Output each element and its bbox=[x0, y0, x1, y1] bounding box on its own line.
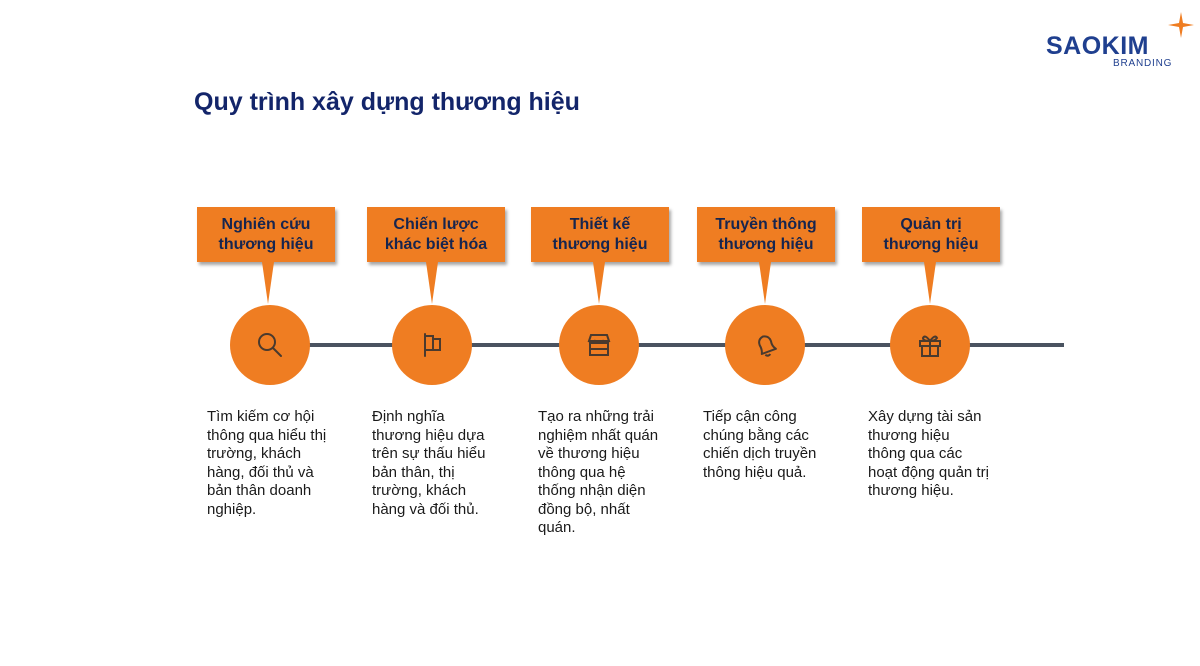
flag-icon bbox=[424, 333, 441, 357]
step-2-pointer bbox=[426, 262, 438, 304]
saokim-logo: SAOKIM BRANDING bbox=[1040, 12, 1194, 72]
search-icon bbox=[258, 333, 282, 357]
store-icon bbox=[587, 334, 611, 356]
step-5-pointer bbox=[924, 262, 936, 304]
step-5-description: Xây dựng tài sản thương hiệu thông qua c… bbox=[868, 408, 989, 499]
step-1-circle bbox=[230, 305, 310, 385]
step-3-pointer bbox=[593, 262, 605, 304]
page-title: Quy trình xây dựng thương hiệu bbox=[194, 88, 580, 116]
step-2-label: Chiến lược khác biệt hóa bbox=[384, 215, 488, 253]
step-1-description: Tìm kiếm cơ hội thông qua hiểu thị trườn… bbox=[207, 408, 327, 518]
logo-subtitle: BRANDING bbox=[1113, 58, 1173, 69]
step-2-circle bbox=[392, 305, 472, 385]
step-4-pointer bbox=[759, 262, 771, 304]
step-1-label: Nghiên cứu thương hiệu bbox=[218, 215, 314, 253]
step-4-description: Tiếp cận công chúng bằng các chiến dịch … bbox=[703, 408, 817, 481]
step-3-description: Tạo ra những trải nghiệm nhất quán về th… bbox=[538, 408, 659, 536]
step-3-callout: Thiết kế thương hiệu bbox=[531, 207, 669, 262]
star-icon bbox=[1168, 12, 1194, 38]
timeline-line bbox=[268, 343, 1064, 347]
step-5-callout: Quản trị thương hiệu bbox=[862, 207, 1000, 262]
gift-icon bbox=[919, 335, 941, 357]
step-5-label: Quản trị thương hiệu bbox=[883, 215, 979, 253]
step-2-callout: Chiến lược khác biệt hóa bbox=[367, 207, 505, 262]
step-4-callout: Truyền thông thương hiệu bbox=[697, 207, 835, 262]
bell-icon bbox=[758, 335, 777, 357]
logo-wordmark: SAOKIM bbox=[1046, 32, 1149, 60]
step-1-callout: Nghiên cứu thương hiệu bbox=[197, 207, 335, 262]
step-5-circle bbox=[890, 305, 970, 385]
step-4-label: Truyền thông thương hiệu bbox=[715, 215, 817, 253]
step-3-circle bbox=[559, 305, 639, 385]
step-2-description: Định nghĩa thương hiệu dựa trên sự thấu … bbox=[372, 408, 486, 518]
step-3-label: Thiết kế thương hiệu bbox=[552, 215, 648, 253]
step-4-circle bbox=[725, 305, 805, 385]
step-1-pointer bbox=[262, 262, 274, 304]
